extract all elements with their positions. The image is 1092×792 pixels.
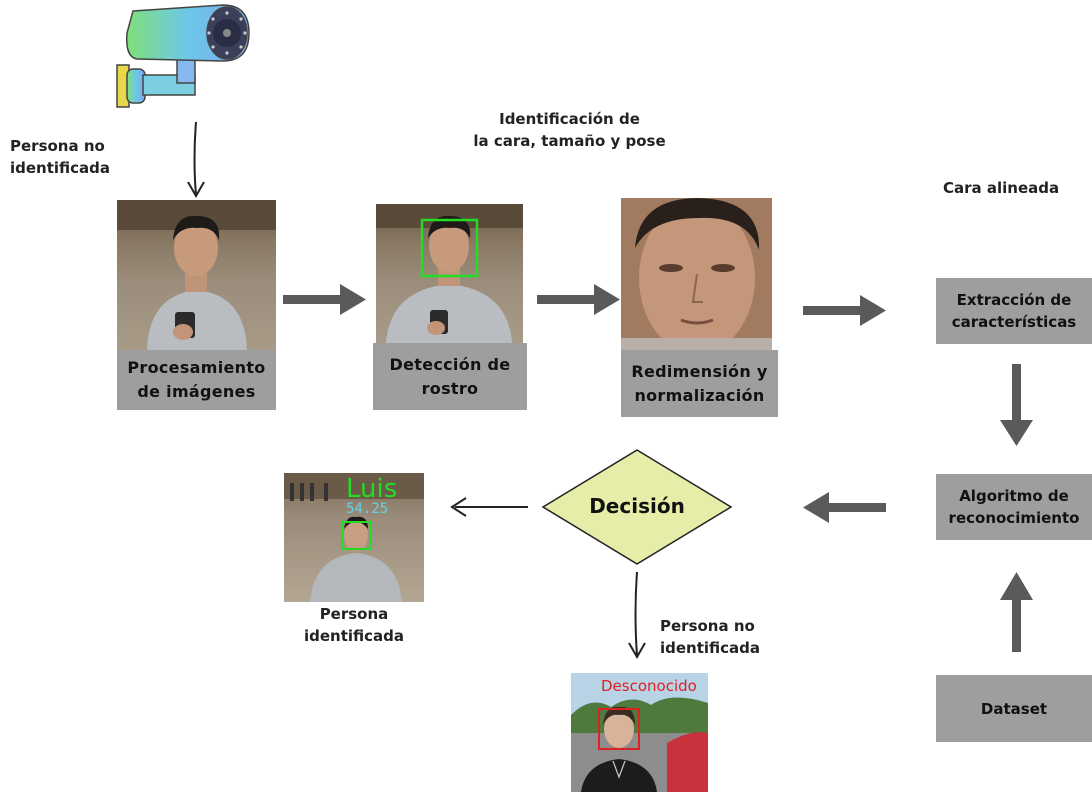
step-dataset: Dataset	[936, 675, 1092, 742]
detection-note: Identificación de la cara, tamaño y pose	[473, 110, 666, 150]
arrow-dataset-to-recognition	[1000, 572, 1033, 652]
unidentified-note: Persona no identificada	[660, 617, 761, 657]
decision-diamond	[541, 449, 733, 565]
unidentified-person-photo: Desconocido	[571, 673, 708, 792]
arrow-detection-to-resize	[537, 284, 620, 315]
step-extraction: Extracción de características	[936, 278, 1092, 344]
known-name-overlay: Luis	[346, 474, 398, 504]
arrow-decision-to-unidentified	[634, 571, 638, 656]
camera-down-arrow	[193, 121, 197, 196]
face-detection-box	[420, 218, 479, 278]
arrow-recognition-to-decision	[803, 492, 886, 523]
arrow-resize-to-extraction	[803, 295, 886, 326]
known-score-overlay: 54.25	[346, 501, 389, 517]
person-photo-detection	[376, 204, 523, 343]
identified-note: Persona identificada	[303, 605, 405, 645]
step-detection: Detección de rostro	[373, 343, 527, 410]
unknown-face-box	[598, 708, 640, 750]
security-camera-icon	[116, 4, 250, 108]
identified-person-photo: Luis 54.25	[284, 473, 424, 602]
step-processing: Procesamiento de imágenes	[117, 350, 276, 410]
aligned-note: Cara alineada	[943, 179, 1060, 197]
known-face-box	[341, 521, 371, 550]
person-photo-processing	[117, 200, 276, 350]
arrow-processing-to-detection	[283, 284, 366, 315]
face-photo-resized	[621, 198, 772, 350]
arrow-extraction-to-recognition	[1000, 364, 1033, 446]
step-resize: Redimensión y normalización	[621, 350, 778, 417]
input-note: Persona no identificada	[10, 137, 111, 177]
unknown-name-overlay: Desconocido	[601, 677, 697, 695]
decision-label: Decisión	[589, 494, 685, 518]
step-recognition: Algoritmo de reconocimiento	[936, 474, 1092, 540]
